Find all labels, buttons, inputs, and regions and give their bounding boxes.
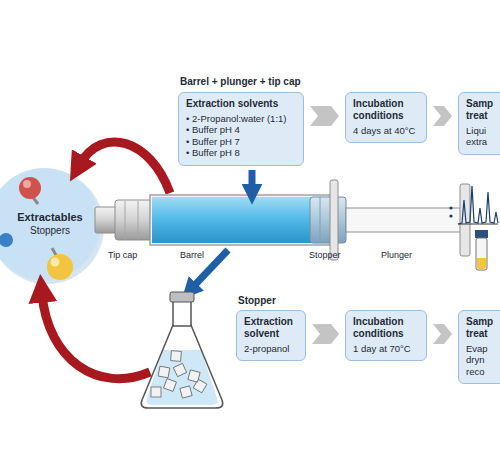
red-arrow: [42, 294, 150, 379]
group-heading: Barrel + plunger + tip cap: [180, 76, 301, 88]
box-text: • Buffer pH 8: [186, 147, 297, 158]
process-box: Samp treatEvap dryn reco: [458, 310, 500, 384]
box-title: Incubation conditions: [353, 98, 420, 122]
process-box: Samp treatLiqui extra: [458, 92, 500, 155]
box-text: 4 days at 40°C: [353, 125, 420, 136]
box-text: • 2-Propanol:water (1:1): [186, 113, 297, 124]
extractables-circle: [0, 168, 104, 284]
box-text: Evap dryn reco: [466, 343, 497, 377]
box-title: Extractables: [17, 211, 82, 224]
red-arrow: [80, 142, 170, 193]
box-title: Samp treat: [466, 316, 497, 340]
part-label: Plunger: [381, 250, 412, 261]
group-heading: Stopper: [238, 295, 276, 307]
process-box: Extraction solvents • 2-Propanol:water (1…: [178, 92, 304, 166]
process-box: Incubation conditions 1 day at 70°C: [345, 310, 427, 361]
part-label: Stopper: [309, 250, 341, 261]
chevron-arrow: [312, 324, 339, 344]
box-text: 1 day at 70°C: [353, 343, 420, 354]
chromatogram: [449, 186, 498, 224]
syringe: [95, 180, 470, 260]
box-title: Extraction solvent: [244, 316, 299, 340]
box-title: Incubation conditions: [353, 316, 420, 340]
box-text: • Buffer pH 4: [186, 124, 297, 135]
chevron-arrow: [310, 106, 339, 126]
extractables-circle-label: ExtractablesStoppers: [0, 168, 106, 280]
box-text: 2-propanol: [244, 343, 299, 354]
process-box: Extraction solvent 2-propanol: [236, 310, 306, 361]
box-text: Stoppers: [30, 225, 70, 237]
box-text: • Buffer pH 7: [186, 136, 297, 147]
part-label: Barrel: [180, 250, 204, 261]
box-title: Samp treat: [466, 98, 497, 122]
chevron-arrow: [433, 324, 452, 344]
process-box: Incubation conditions 4 days at 40°C: [345, 92, 427, 143]
chevron-arrow: [433, 106, 452, 126]
blue-arrow: [249, 170, 256, 190]
vial: [475, 230, 488, 270]
box-title: Extraction solvents: [186, 98, 297, 110]
box-text: Liqui extra: [466, 125, 497, 148]
part-label: Tip cap: [108, 250, 137, 261]
flask: [141, 292, 223, 408]
